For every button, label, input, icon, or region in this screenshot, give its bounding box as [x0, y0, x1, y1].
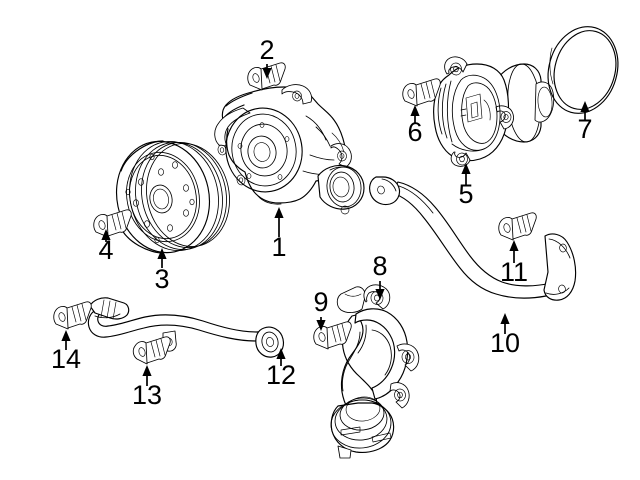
leader-arrowhead	[461, 163, 471, 174]
callout-8[interactable]: 8	[372, 251, 388, 300]
part-coolant-pipe-bolt[interactable]	[498, 212, 537, 241]
callout-3[interactable]: 3	[154, 248, 170, 294]
part-coolant-pipe-bracket-bolt[interactable]	[53, 301, 92, 330]
leader-arrowhead	[157, 248, 167, 259]
callout-number-2: 2	[259, 35, 274, 65]
water-pump-outlet-neck	[317, 164, 365, 215]
callout-number-10: 10	[490, 328, 520, 358]
callout-13[interactable]: 13	[132, 365, 162, 410]
leader-arrowhead	[142, 365, 152, 376]
part-coolant-pipe-lower-bolt[interactable]	[132, 336, 171, 365]
callout-14[interactable]: 14	[51, 330, 81, 374]
part-water-pump-pulley[interactable]	[106, 133, 239, 262]
callout-number-8: 8	[372, 251, 387, 281]
callout-10[interactable]: 10	[490, 313, 520, 358]
callout-11[interactable]: 11	[500, 240, 528, 287]
leader-arrowhead	[316, 320, 326, 331]
leader-arrowhead	[274, 207, 284, 218]
callout-4[interactable]: 4	[98, 229, 114, 265]
part-pump-seal-o-ring[interactable]	[538, 18, 628, 121]
callout-number-7: 7	[577, 114, 592, 144]
callout-6[interactable]: 6	[407, 105, 423, 147]
leader-arrowhead	[262, 68, 272, 79]
callout-number-1: 1	[271, 232, 286, 262]
callout-number-4: 4	[98, 235, 113, 265]
part-water-pump-housing[interactable]	[214, 84, 365, 215]
leader-arrowhead	[276, 348, 286, 359]
callout-number-12: 12	[266, 360, 296, 390]
callout-2[interactable]: 2	[259, 35, 275, 79]
leader-arrowhead	[500, 313, 510, 324]
leader-arrowhead	[509, 240, 519, 251]
callout-1[interactable]: 1	[271, 207, 287, 262]
callout-9[interactable]: 9	[313, 287, 329, 331]
part-thermostat-housing-bolt[interactable]	[313, 321, 352, 350]
callout-number-11: 11	[500, 257, 528, 287]
callout-7[interactable]: 7	[577, 101, 593, 144]
leader-arrowhead	[375, 289, 385, 300]
callout-5[interactable]: 5	[458, 163, 474, 209]
callout-number-13: 13	[132, 380, 162, 410]
leader-arrowhead	[101, 229, 111, 240]
part-pulley-bolt[interactable]	[93, 209, 132, 238]
callout-number-5: 5	[458, 179, 473, 209]
callout-number-14: 14	[51, 344, 81, 374]
part-auxiliary-pump-bolt[interactable]	[402, 78, 441, 107]
callout-12[interactable]: 12	[266, 348, 296, 390]
leader-arrowhead	[410, 105, 420, 116]
part-thermostat-housing[interactable]	[329, 284, 420, 459]
leader-arrowhead	[580, 101, 590, 112]
part-auxiliary-water-pump[interactable]	[433, 56, 555, 167]
part-coolant-pipe-upper[interactable]	[369, 176, 577, 301]
callout-number-3: 3	[154, 264, 169, 294]
callout-number-6: 6	[407, 117, 422, 147]
callout-number-9: 9	[313, 287, 328, 317]
part-coolant-pipe-lower[interactable]	[87, 297, 285, 358]
leader-arrowhead	[61, 330, 71, 341]
